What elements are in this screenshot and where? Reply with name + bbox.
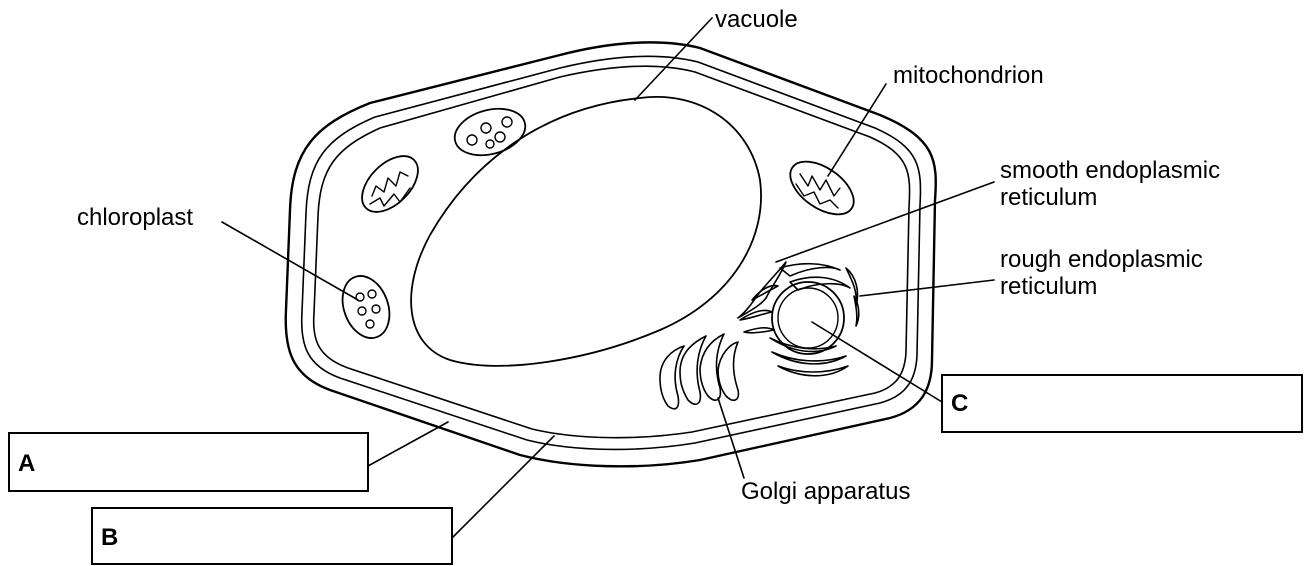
label-rough-er-line1: rough endoplasmic xyxy=(1000,246,1203,274)
cell-membrane xyxy=(302,56,921,449)
label-smooth-er-line1: smooth endoplasmic xyxy=(1000,157,1220,185)
answer-box-a-letter: A xyxy=(18,450,35,478)
answer-box-b-letter: B xyxy=(101,524,118,552)
chloroplast-top xyxy=(450,101,531,162)
answer-box-b[interactable]: B xyxy=(91,507,453,565)
answer-box-a[interactable]: A xyxy=(8,432,369,492)
cell-wall-outer xyxy=(286,42,936,466)
mitochondrion-left xyxy=(352,146,428,222)
answer-box-c-letter: C xyxy=(951,390,968,418)
answer-box-c[interactable]: C xyxy=(941,374,1303,433)
label-smooth-er-line2: reticulum xyxy=(1000,184,1097,212)
label-golgi-apparatus: Golgi apparatus xyxy=(741,478,910,506)
chloroplast-left xyxy=(334,269,397,344)
golgi-apparatus xyxy=(660,334,738,409)
mitochondrion-right xyxy=(781,151,863,225)
label-rough-er-line2: reticulum xyxy=(1000,273,1097,301)
label-chloroplast: chloroplast xyxy=(77,204,193,232)
label-mitochondrion: mitochondrion xyxy=(893,62,1044,90)
rough-er xyxy=(740,264,859,376)
vacuole xyxy=(411,97,761,366)
label-vacuole: vacuole xyxy=(715,6,798,34)
